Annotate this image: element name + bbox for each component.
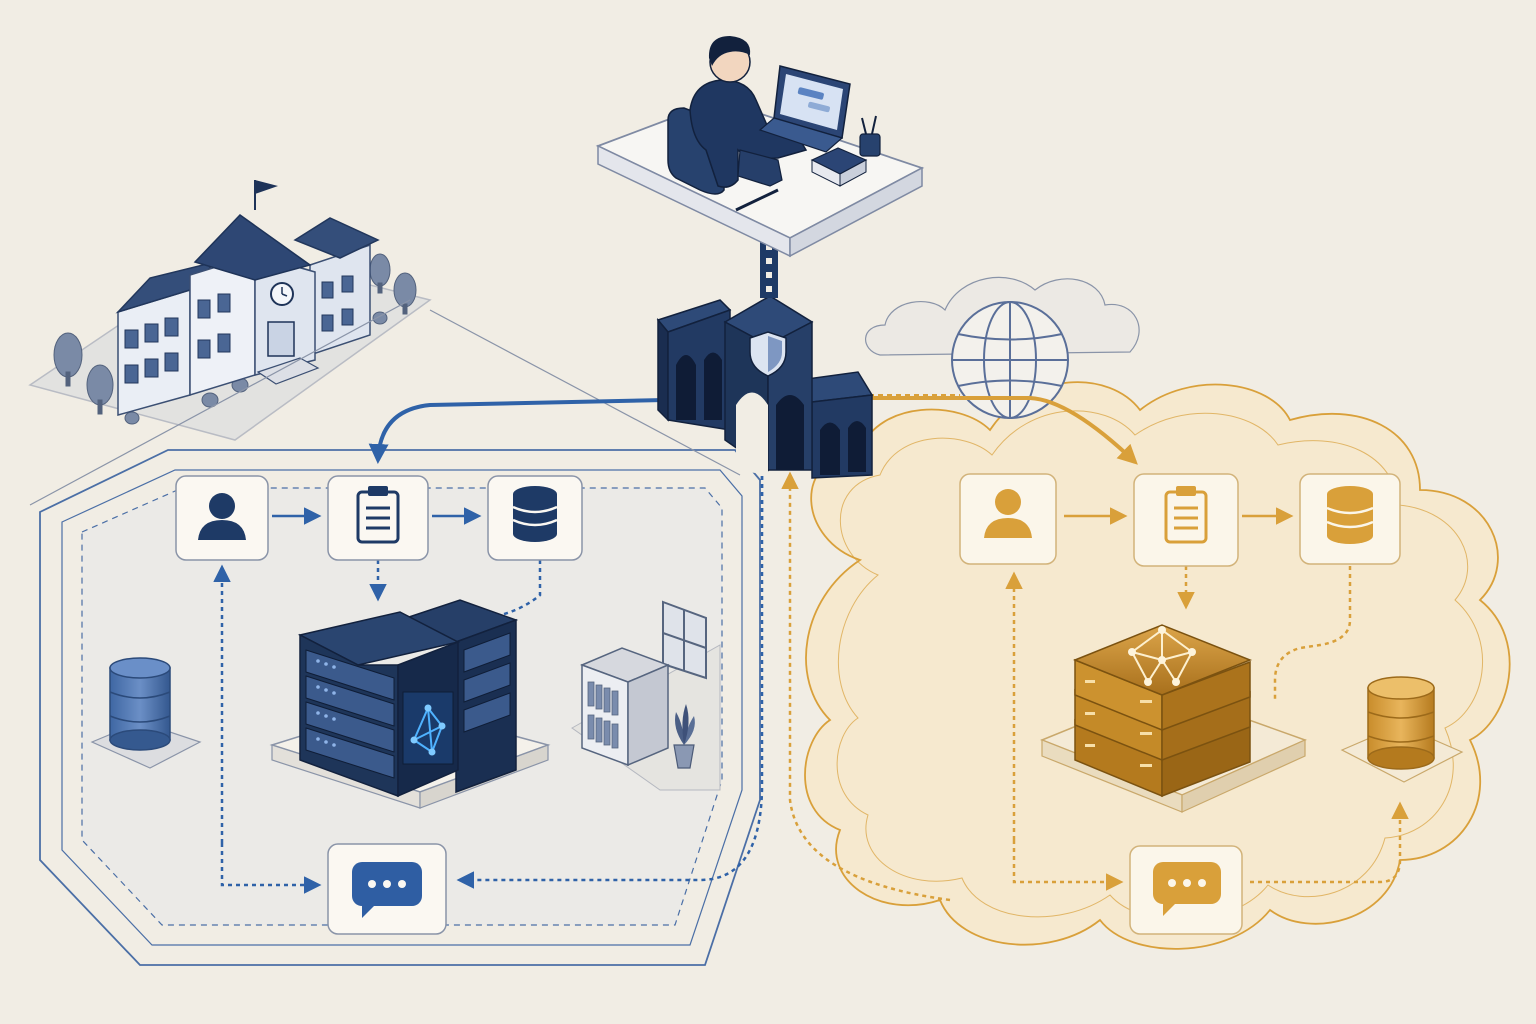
database-icon bbox=[1326, 486, 1374, 544]
user-icon bbox=[984, 489, 1032, 538]
office-corner bbox=[571, 600, 721, 791]
cloud-chat-tile bbox=[1129, 845, 1243, 935]
chat-bubble-icon bbox=[1153, 862, 1221, 916]
potted-plant-icon bbox=[673, 704, 695, 769]
database-icon bbox=[512, 486, 558, 542]
clipboard-icon bbox=[356, 486, 400, 544]
cloud-user-tile bbox=[959, 473, 1057, 565]
on-prem-local-database bbox=[90, 657, 202, 769]
arrow-to-chat bbox=[220, 843, 322, 894]
on-prem-task-tile bbox=[327, 475, 429, 561]
cloud-remote-database bbox=[1340, 676, 1464, 783]
network-graph-icon bbox=[1131, 629, 1193, 683]
person-at-laptop-icon bbox=[595, 36, 925, 258]
server-rack-icon bbox=[269, 599, 551, 809]
server-stack-icon bbox=[1039, 624, 1308, 813]
shield-icon bbox=[749, 331, 787, 377]
cloud-task-tile bbox=[1133, 473, 1239, 567]
arrow-to-chat bbox=[1012, 840, 1124, 891]
on-prem-user-tile bbox=[175, 475, 269, 561]
arrow-cloud-to-gateway bbox=[781, 471, 951, 902]
arrow-gateway-to-chat bbox=[456, 460, 764, 889]
globe-icon bbox=[951, 301, 1069, 419]
campus-school-icon bbox=[28, 180, 432, 441]
cloud-flow-arrows bbox=[781, 471, 1409, 902]
user-icon bbox=[198, 493, 246, 540]
network-graph-icon bbox=[413, 707, 443, 753]
link-db-to-server bbox=[1273, 566, 1352, 700]
internet-cloud bbox=[865, 276, 1140, 419]
on-prem-flow-arrows bbox=[213, 446, 771, 894]
arrow-chat-to-db bbox=[1250, 801, 1409, 884]
arrow-gateway-to-cloud bbox=[860, 396, 1138, 465]
bookshelf-icon bbox=[579, 647, 671, 767]
clipboard-icon bbox=[1164, 486, 1208, 544]
link-db-to-server bbox=[487, 560, 542, 620]
security-gateway bbox=[656, 295, 874, 479]
cloud-storage-tile bbox=[1299, 473, 1401, 565]
arrow-gateway-to-on-prem bbox=[368, 398, 666, 464]
window-icon bbox=[662, 600, 707, 680]
chat-bubble-icon bbox=[352, 862, 422, 918]
database-icon bbox=[1367, 676, 1435, 770]
database-icon bbox=[109, 657, 171, 751]
on-prem-chat-tile bbox=[327, 843, 447, 935]
on-prem-storage-tile bbox=[487, 475, 583, 561]
